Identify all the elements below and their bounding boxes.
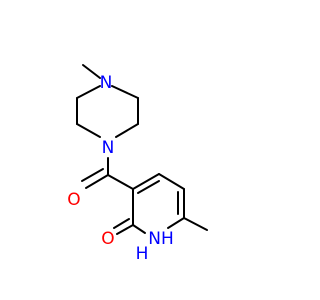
piperazine-n-bottom: N: [102, 138, 115, 158]
bond: [82, 64, 101, 79]
bond: [76, 123, 101, 138]
molecule-diagram: N N O O NH H: [67, 64, 208, 264]
bond: [167, 217, 185, 229]
bond: [115, 123, 139, 138]
bond: [76, 85, 101, 99]
bond: [113, 218, 130, 229]
bond: [85, 174, 109, 189]
bond: [132, 173, 160, 190]
piperazine-n-top: N: [100, 73, 113, 93]
bond: [137, 180, 160, 194]
bond: [107, 174, 134, 190]
bond: [111, 85, 139, 99]
structure-svg: N N O O NH H: [67, 64, 208, 264]
bond: [183, 217, 208, 231]
bond: [132, 224, 146, 234]
lactam-oxygen: O: [101, 229, 114, 249]
ring-nh: NH: [148, 229, 174, 249]
ring-h: H: [136, 244, 149, 264]
bond: [81, 168, 104, 182]
bond: [158, 173, 185, 190]
carbonyl-oxygen: O: [67, 190, 80, 210]
bond: [116, 224, 134, 235]
